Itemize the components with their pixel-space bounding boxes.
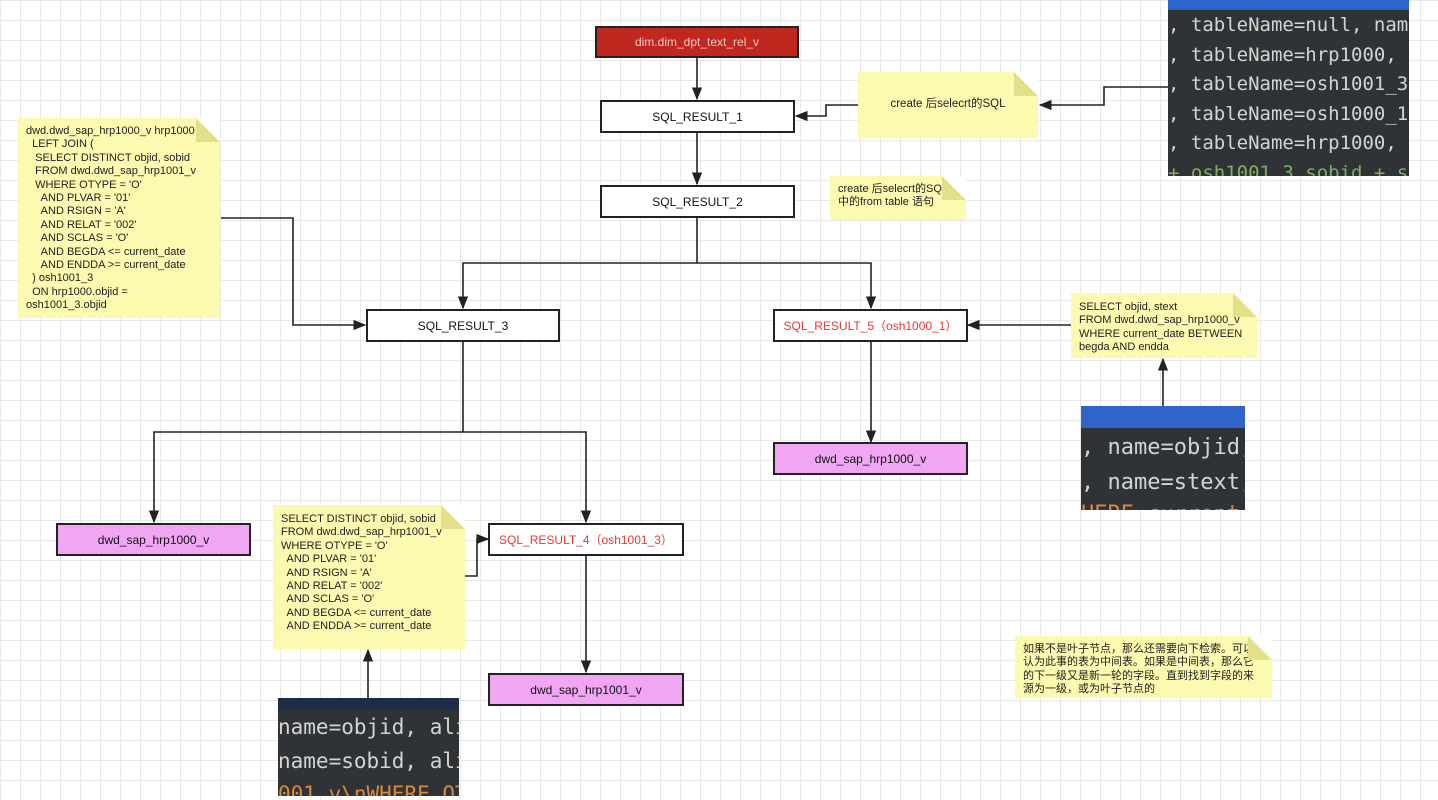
node-dim-dpt-text-rel[interactable]: dim.dim_dpt_text_rel_v [595,26,799,58]
edge-r2-r3 [457,218,698,310]
note-leaf-explanation[interactable]: 如果不是叶子节点，那么还需要向下检索。可以认为此事的表为中间表。如果是中间表，那… [1015,636,1272,698]
edge-s1-n1 [1038,86,1168,111]
code-line: , tableName=osh1001_3, [1168,73,1409,95]
edge-n5-r4 [465,533,490,577]
code-line: 001_v\nWHERE OT [278,782,459,796]
note-hrp1000-join-sql[interactable]: dwd.dwd_sap_hrp1000_v hrp1000 LEFT JOIN … [18,118,220,318]
code-line: , tableName=hrp1000, na [1168,44,1409,66]
code-line: name=objid, alia [278,715,459,739]
note-select-sql[interactable]: create 后selecrt的SQL [858,72,1038,138]
code-line: name=sobid, alia [278,749,459,773]
note-osh1000-sql[interactable]: SELECT objid, stext FROM dwd.dwd_sap_hrp… [1071,293,1257,358]
code-screenshot-sobid[interactable]: name=objid, alia name=sobid, alia 001_v\… [278,698,459,796]
code-screenshot-tablename[interactable]: , tableName=null, name= , tableName=hrp1… [1168,0,1409,176]
code-line: + osh1001_3.sobid + sum [1168,162,1409,176]
node-leaf-hrp1001[interactable]: dwd_sap_hrp1001_v [488,673,684,706]
edge-r3-leaf [148,342,464,524]
node-sql-result-5[interactable]: SQL_RESULT_5（osh1000_1） [773,309,968,342]
node-leaf-hrp1000-left[interactable]: dwd_sap_hrp1000_v [56,523,251,556]
edge-r2-r5 [697,262,877,310]
screenshot-title-bar [1168,0,1409,10]
node-sql-result-1[interactable]: SQL_RESULT_1 [600,100,795,133]
node-sql-result-3[interactable]: SQL_RESULT_3 [366,309,560,342]
edge-n3-r3 [221,217,367,331]
code-line: , tableName=hrp1000, na [1168,132,1409,154]
code-line: , name=objid, a [1081,435,1245,460]
code-line: HERE current [1081,502,1240,510]
node-sql-result-2[interactable]: SQL_RESULT_2 [600,185,795,218]
node-sql-result-4[interactable]: SQL_RESULT_4（osh1001_3） [488,523,684,556]
note-osh1001-sql[interactable]: SELECT DISTINCT objid, sobid FROM dwd.dw… [273,505,465,649]
code-line: , name=stext, a [1081,470,1245,495]
node-leaf-hrp1000-right[interactable]: dwd_sap_hrp1000_v [773,442,968,475]
code-screenshot-stext[interactable]: , name=objid, a , name=stext, a HERE cur… [1081,406,1245,510]
code-line: , tableName=null, name= [1168,14,1409,36]
edge-r3-r4 [463,431,592,524]
edge-n1-r1 [794,104,858,122]
note-from-table[interactable]: create 后selecrt的SQL 中的from table 语句 [830,176,966,220]
screenshot-title-bar [278,698,459,710]
code-line: , tableName=osh1000_1, [1168,103,1409,125]
screenshot-title-bar [1081,406,1245,428]
